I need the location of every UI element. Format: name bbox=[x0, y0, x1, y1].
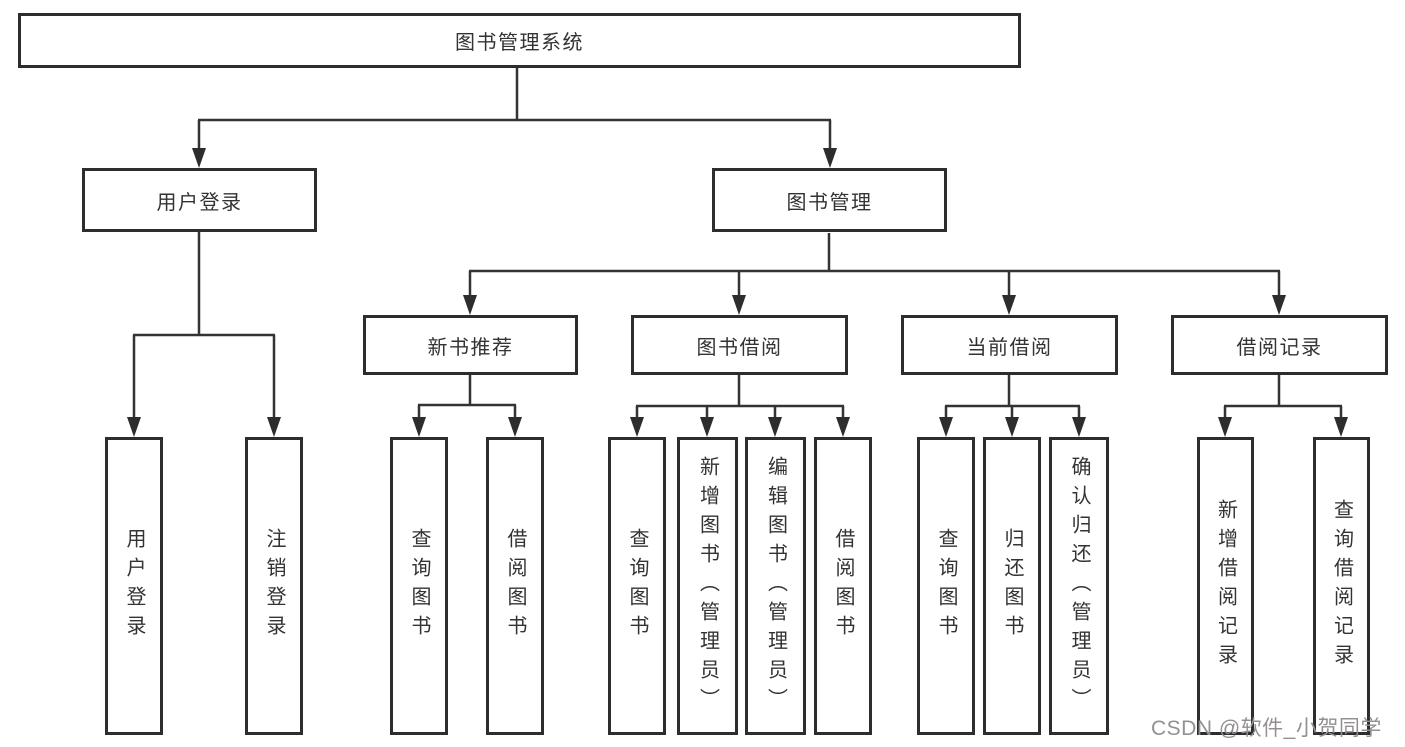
node-book-borrowing: 图书借阅 bbox=[631, 315, 848, 375]
node-user-login: 用户登录 bbox=[82, 168, 317, 232]
node-new-book-recommendation: 新书推荐 bbox=[363, 315, 578, 375]
node-current-borrowing: 当前借阅 bbox=[901, 315, 1118, 375]
leaf-borrow-books-recommend: 借阅图书 bbox=[486, 437, 544, 735]
leaf-add-borrow-record: 新增借阅记录 bbox=[1197, 437, 1254, 735]
leaf-add-books-admin: 新增图书（管理员） bbox=[677, 437, 738, 735]
leaf-query-borrow-record: 查询借阅记录 bbox=[1313, 437, 1370, 735]
leaf-logout-login: 注销登录 bbox=[245, 437, 303, 735]
leaf-user-login: 用户登录 bbox=[105, 437, 163, 735]
leaf-query-books-borrowing: 查询图书 bbox=[608, 437, 666, 735]
csdn-watermark: CSDN @软件_小贺同学 bbox=[1151, 717, 1382, 740]
leaf-query-books-recommend: 查询图书 bbox=[390, 437, 448, 735]
node-book-management: 图书管理 bbox=[712, 168, 947, 232]
leaf-borrow-books: 借阅图书 bbox=[814, 437, 872, 735]
leaf-return-books: 归还图书 bbox=[983, 437, 1041, 735]
leaf-query-books-current: 查询图书 bbox=[917, 437, 975, 735]
node-library-management-system: 图书管理系统 bbox=[18, 13, 1021, 68]
leaf-confirm-return-admin: 确认归还（管理员） bbox=[1049, 437, 1109, 735]
leaf-edit-books-admin: 编辑图书（管理员） bbox=[745, 437, 806, 735]
node-borrowing-records: 借阅记录 bbox=[1171, 315, 1388, 375]
